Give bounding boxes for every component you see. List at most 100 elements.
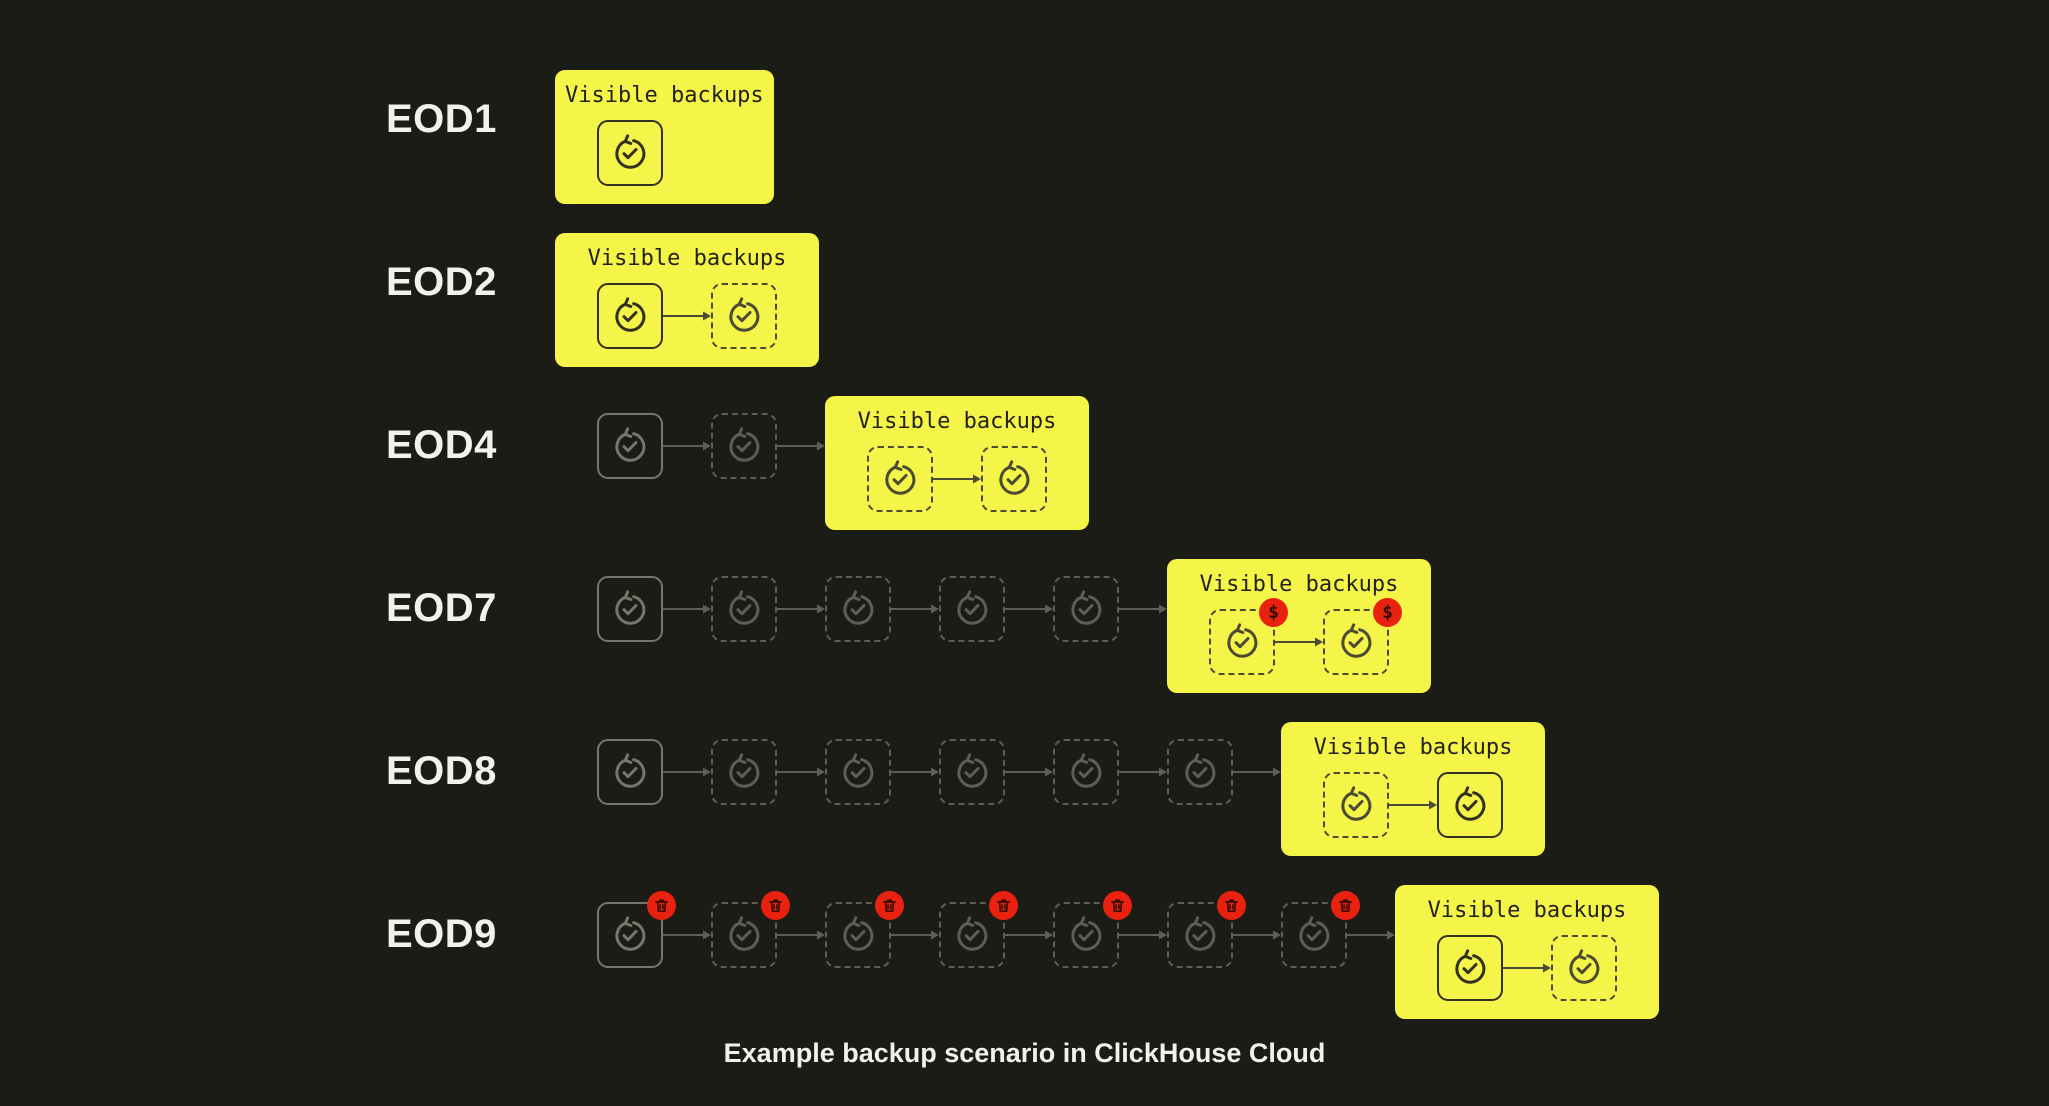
- backup-icon: [939, 575, 1005, 642]
- visible-backups-title: Visible backups: [857, 408, 1057, 434]
- box-icons: [597, 282, 777, 349]
- arrow-icon: [1233, 765, 1281, 779]
- visible-backups-title: Visible backups: [1199, 571, 1399, 597]
- trash-badge: [1217, 890, 1246, 920]
- box-icons: [867, 445, 1047, 512]
- row-content: Visible backups$$: [555, 542, 1431, 693]
- visible-backups-box: Visible backups: [825, 395, 1089, 530]
- backup-icon: [825, 575, 891, 642]
- backup-icon: [711, 282, 777, 349]
- arrow-icon: [777, 765, 825, 779]
- row-content: Visible backups: [555, 705, 1545, 856]
- backup-icon: [1551, 934, 1617, 1001]
- visible-backups-box: Visible backups$$: [1167, 558, 1431, 693]
- backup-icon: [597, 575, 663, 642]
- arrow-icon: [1005, 928, 1053, 942]
- visible-backups-title: Visible backups: [587, 245, 787, 271]
- backup-icon: [867, 445, 933, 512]
- backup-icon: [1167, 890, 1246, 968]
- eod-label: EOD8: [386, 749, 497, 793]
- eod-row: EOD4 Visible backups: [0, 364, 2049, 530]
- backup-icon: [711, 738, 777, 805]
- eod-row: EOD1 Visible backups: [0, 38, 2049, 204]
- trash-badge: [875, 890, 904, 920]
- row-content: Visible backups: [555, 379, 1089, 530]
- visible-backups-box: Visible backups: [555, 69, 774, 204]
- visible-backups-box: Visible backups: [1281, 721, 1545, 856]
- arrow-icon: [1389, 798, 1437, 812]
- trash-badge: [647, 890, 676, 920]
- backup-icon: [597, 119, 663, 186]
- box-icons: $$: [1209, 597, 1402, 675]
- arrow-icon: [663, 928, 711, 942]
- backup-icon: [825, 890, 904, 968]
- eod-label: EOD4: [386, 423, 497, 467]
- visible-backups-title: Visible backups: [1427, 897, 1627, 923]
- visible-backups-title: Visible backups: [565, 82, 764, 108]
- backup-icon: [597, 738, 663, 805]
- arrow-icon: [1233, 928, 1281, 942]
- backup-icon: [597, 282, 663, 349]
- arrow-icon: [1005, 765, 1053, 779]
- arrow-icon: [891, 928, 939, 942]
- arrow-icon: [663, 439, 711, 453]
- backup-icon: [597, 412, 663, 479]
- arrow-icon: [663, 309, 711, 323]
- arrow-icon: [1119, 765, 1167, 779]
- arrow-icon: [1275, 635, 1323, 649]
- trash-badge: [989, 890, 1018, 920]
- backup-icon: [825, 738, 891, 805]
- backup-icon: $: [1209, 597, 1288, 675]
- arrow-icon: [933, 472, 981, 486]
- eod-label: EOD1: [386, 97, 497, 141]
- backup-icon: [1437, 934, 1503, 1001]
- trash-badge: [1103, 890, 1132, 920]
- backup-icon: [1053, 575, 1119, 642]
- arrow-icon: [1005, 602, 1053, 616]
- backup-icon: [1053, 738, 1119, 805]
- backup-icon: [939, 890, 1018, 968]
- arrow-icon: [663, 602, 711, 616]
- arrow-icon: [1119, 602, 1167, 616]
- visible-backups-box: Visible backups: [1395, 884, 1659, 1019]
- backup-icon: [711, 575, 777, 642]
- caption: Example backup scenario in ClickHouse Cl…: [723, 1038, 1326, 1068]
- eod-label: EOD2: [386, 260, 497, 304]
- visible-backups-box: Visible backups: [555, 232, 819, 367]
- arrow-icon: [1119, 928, 1167, 942]
- eod-row: EOD9 Visible backups: [0, 853, 2049, 1019]
- backup-icon: [711, 412, 777, 479]
- backup-icon: [1167, 738, 1233, 805]
- backup-icon: [1437, 771, 1503, 838]
- box-icons: [597, 119, 732, 186]
- eod-label: EOD9: [386, 912, 497, 956]
- backup-icon: [1281, 890, 1360, 968]
- dollar-badge: $: [1373, 597, 1402, 627]
- backup-icon: [939, 738, 1005, 805]
- box-icons: [1323, 771, 1503, 838]
- backup-icon: [597, 890, 676, 968]
- backup-icon: [1323, 771, 1389, 838]
- box-icons: [1437, 934, 1617, 1001]
- dollar-badge: $: [1259, 597, 1288, 627]
- arrow-icon: [777, 602, 825, 616]
- arrow-icon: [1347, 928, 1395, 942]
- backup-icon: $: [1323, 597, 1402, 675]
- eod-row: EOD8 Visible backups: [0, 690, 2049, 856]
- row-content: Visible backups: [555, 216, 819, 367]
- arrow-icon: [891, 765, 939, 779]
- arrow-icon: [777, 439, 825, 453]
- trash-badge: [761, 890, 790, 920]
- backup-icon: [1053, 890, 1132, 968]
- eod-label: EOD7: [386, 586, 497, 630]
- eod-row: EOD2 Visible backups: [0, 201, 2049, 367]
- row-content: Visible backups: [555, 53, 774, 204]
- arrow-icon: [777, 928, 825, 942]
- trash-badge: [1331, 890, 1360, 920]
- backup-icon: [981, 445, 1047, 512]
- arrow-icon: [891, 602, 939, 616]
- backup-icon: [711, 890, 790, 968]
- visible-backups-title: Visible backups: [1313, 734, 1513, 760]
